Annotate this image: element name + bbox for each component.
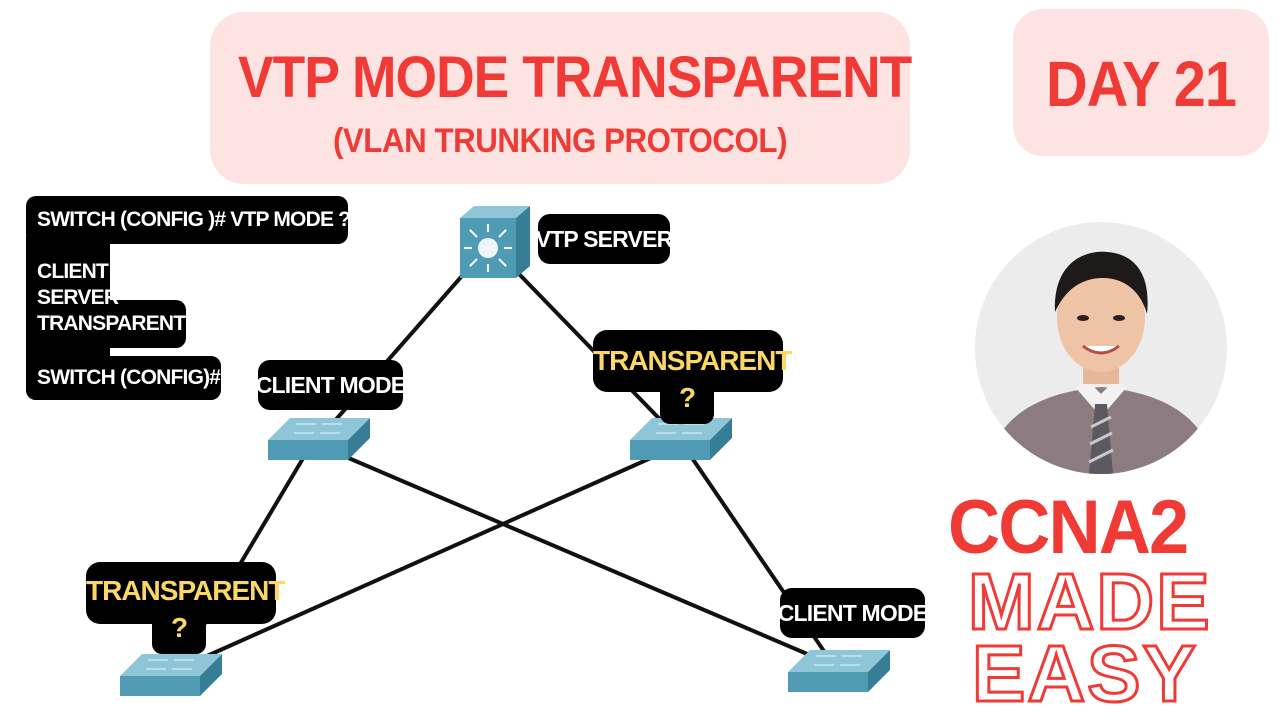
label-client-mode-right: CLIENT MODE <box>778 588 928 638</box>
cli-option-transparent: TRANSPARENT <box>37 312 186 335</box>
label-transparent-left: TRANSPARENT <box>86 575 285 606</box>
link-server-transparent-right <box>488 242 682 442</box>
page-subtitle: (VLAN TRUNKING PROTOCOL) <box>332 122 788 160</box>
callout-transparent-left <box>86 562 276 654</box>
switch-icon <box>629 417 733 461</box>
switch-icon <box>119 653 223 697</box>
cli-option-server: SERVER <box>37 286 119 309</box>
switch-icon <box>267 417 371 461</box>
cli-option-client: CLIENT <box>37 260 109 283</box>
presenter-portrait <box>975 222 1227 474</box>
brand-line-1: CCNA2 <box>948 485 1189 570</box>
day-badge: DAY 21 <box>1013 9 1269 156</box>
multilayer-switch-icon <box>460 206 530 278</box>
cli-bg-bottom <box>26 356 221 400</box>
callout-transparent-right <box>593 330 783 424</box>
label-vtp-server: VTP SERVER <box>536 214 673 264</box>
label-transparent-right: TRANSPARENT <box>593 345 792 376</box>
label-transparent-left-question: ? <box>170 612 188 643</box>
label-client-mode-left: CLIENT MODE <box>256 360 406 410</box>
brand-line-3: EASY <box>971 628 1198 720</box>
brand-line-2: MADE <box>967 556 1212 648</box>
label-transparent-right-question: ? <box>678 382 696 413</box>
page-title: VTP MODE TRANSPARENT <box>238 45 912 110</box>
cli-bg-mid <box>26 300 186 348</box>
day-badge-text: DAY 21 <box>1046 48 1237 120</box>
link-transparent-right-transparent-left <box>179 443 681 670</box>
switch-icon <box>787 649 891 693</box>
cli-prompt: SWITCH (CONFIG )# VTP MODE ? <box>37 208 351 231</box>
cli-end-prompt: SWITCH (CONFIG)# <box>37 366 221 389</box>
title-panel: VTP MODE TRANSPARENT (VLAN TRUNKING PROT… <box>210 12 912 184</box>
link-client-left-client-right <box>317 443 841 670</box>
